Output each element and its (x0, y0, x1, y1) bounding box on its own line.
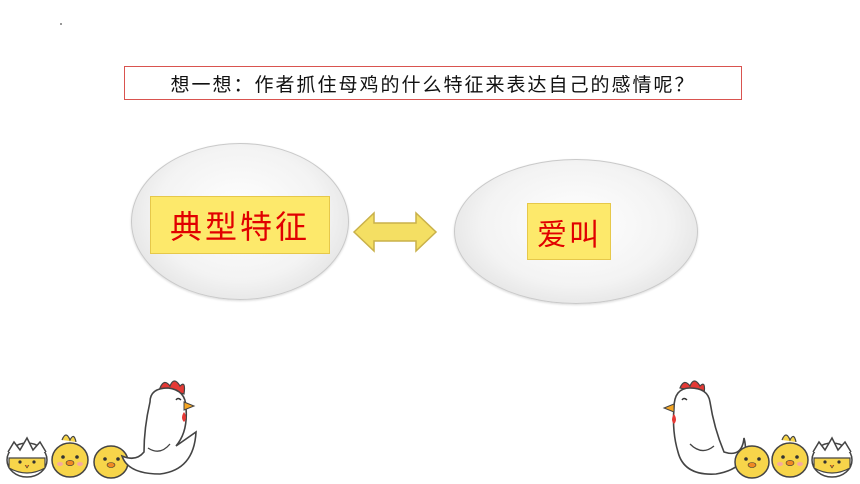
hen-icon (120, 380, 197, 475)
chick-icon (734, 445, 770, 479)
chick-icon (93, 445, 129, 479)
question-prompt: 想一想：作者抓住母鸡的什么特征来表达自己的感情呢？ (124, 66, 742, 100)
hen-icon (662, 380, 747, 475)
chick-icon (51, 434, 89, 478)
hatching-egg-icon (811, 436, 853, 478)
typical-feature-label: 典型特征 (150, 196, 330, 254)
question-text: 想一想：作者抓住母鸡的什么特征来表达自己的感情呢？ (170, 73, 696, 96)
decorative-dot (60, 23, 62, 25)
chick-family-right (662, 380, 853, 479)
typical-feature-text: 典型特征 (169, 208, 310, 246)
answer-text: 爱叫 (537, 217, 601, 253)
answer-label: 爱叫 (527, 203, 611, 260)
hatching-egg-icon (6, 436, 48, 478)
chick-family-left (6, 380, 197, 479)
double-arrow-icon (352, 211, 438, 253)
chick-icon (771, 434, 809, 478)
